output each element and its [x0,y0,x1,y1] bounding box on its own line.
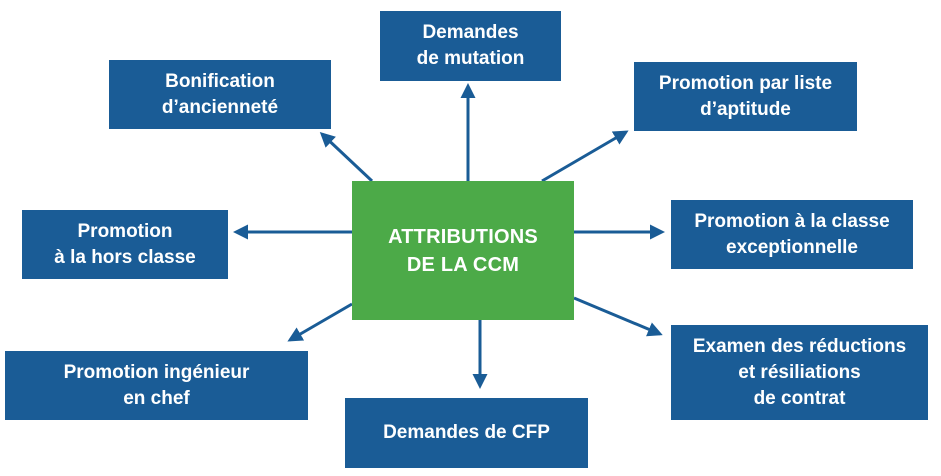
box-demandes-cfp: Demandes de CFP [345,398,588,468]
box-text-line: d’aptitude [700,98,791,120]
box-promotion-ingenieur-chef: Promotion ingénieur en chef [5,351,308,420]
box-text-line: Examen des réductions [692,335,907,357]
box-text-line: Demandes [422,22,519,43]
box-text-line: Promotion ingénieur [63,361,250,383]
center-attributions-box: ATTRIBUTIONS DE LA CCM [352,181,574,320]
box-text-line: à la hors classe [54,246,196,268]
arrow-to-liste-aptitude [541,130,629,183]
box-promotion-liste-aptitude: Promotion par liste d’aptitude [634,62,857,131]
center-title-line2: DE LA CCM [406,253,520,276]
box-demandes-mutation: Demandes de mutation [380,11,561,81]
arrow-to-reductions [573,296,663,337]
box-text-line: de mutation [416,48,525,69]
arrow-to-bonification [319,131,374,183]
box-text-line: d’ancienneté [161,96,279,118]
box-text-line: de contrat [753,387,846,409]
box-text-line: Promotion par liste [658,72,833,94]
box-text-line: Bonification [165,70,275,92]
box-text-line: exceptionnelle [726,236,858,258]
box-examen-reductions-resiliations: Examen des réductions et résiliations de… [671,325,928,420]
arrow-to-ingenieur-chef [287,302,353,342]
box-bonification-anciennete: Bonification d’ancienneté [109,60,331,129]
center-title-line1: ATTRIBUTIONS [388,225,538,248]
box-text-line: et résiliations [738,361,861,383]
box-promotion-classe-exceptionnelle: Promotion à la classe exceptionnelle [671,200,913,269]
box-text-line: en chef [123,387,190,409]
box-promotion-hors-classe: Promotion à la hors classe [22,210,228,279]
box-text-line: Demandes de CFP [383,422,550,443]
box-text-line: Promotion à la classe [694,210,890,232]
box-text-line: Promotion [77,220,173,242]
